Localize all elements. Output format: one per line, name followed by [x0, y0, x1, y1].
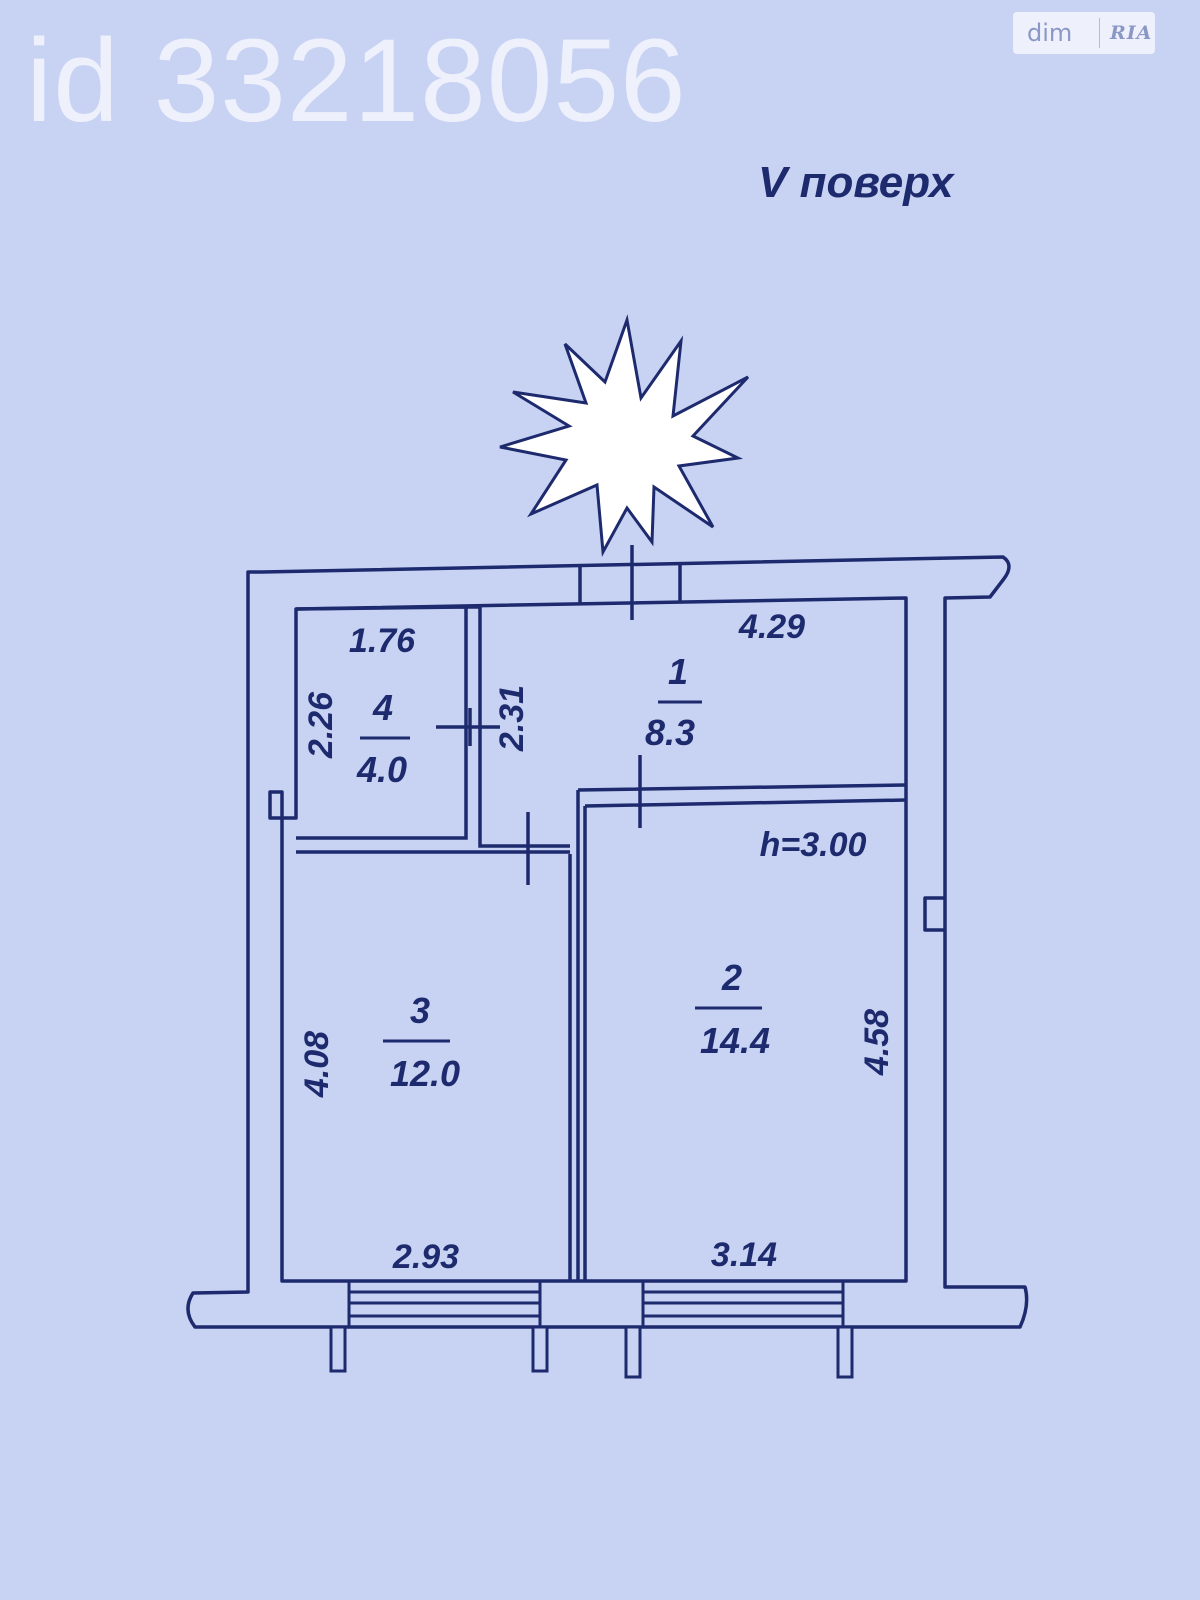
room-4-number: 4	[372, 687, 393, 728]
walls	[186, 545, 1029, 1329]
listing-id: id 33218056	[26, 15, 687, 147]
dim-room4-left: 2.26	[302, 691, 340, 759]
logo-divider	[1099, 18, 1100, 48]
dim-room1-left: 2.31	[493, 685, 531, 752]
dim-room2-right: 4.58	[858, 1009, 896, 1076]
windows	[329, 1281, 854, 1379]
room-1-area: 8.3	[645, 712, 695, 753]
ceiling-height: h=3.00	[760, 826, 867, 864]
room-2-number: 2	[721, 957, 742, 998]
dim-room1-top: 4.29	[738, 608, 805, 646]
dim-room3-bottom: 2.93	[392, 1238, 459, 1276]
room-3-number: 3	[410, 990, 430, 1031]
room-1-number: 1	[668, 651, 688, 692]
sun-marker-icon	[499, 314, 750, 558]
logo-dim-text: dim	[1027, 19, 1073, 47]
floor-label: V поверх	[758, 158, 954, 207]
logo-ria-text: RIA	[1110, 22, 1153, 44]
dimria-logo: dim RIA	[1013, 12, 1155, 54]
dim-room4-top: 1.76	[349, 622, 416, 660]
partitions	[295, 605, 907, 1281]
label-bars	[360, 700, 762, 1043]
room-4-area: 4.0	[356, 749, 407, 790]
dim-room3-left: 4.08	[298, 1031, 336, 1098]
dim-room2-bottom: 3.14	[711, 1236, 777, 1274]
room-3-area: 12.0	[390, 1053, 460, 1094]
room-2-area: 14.4	[700, 1020, 770, 1061]
